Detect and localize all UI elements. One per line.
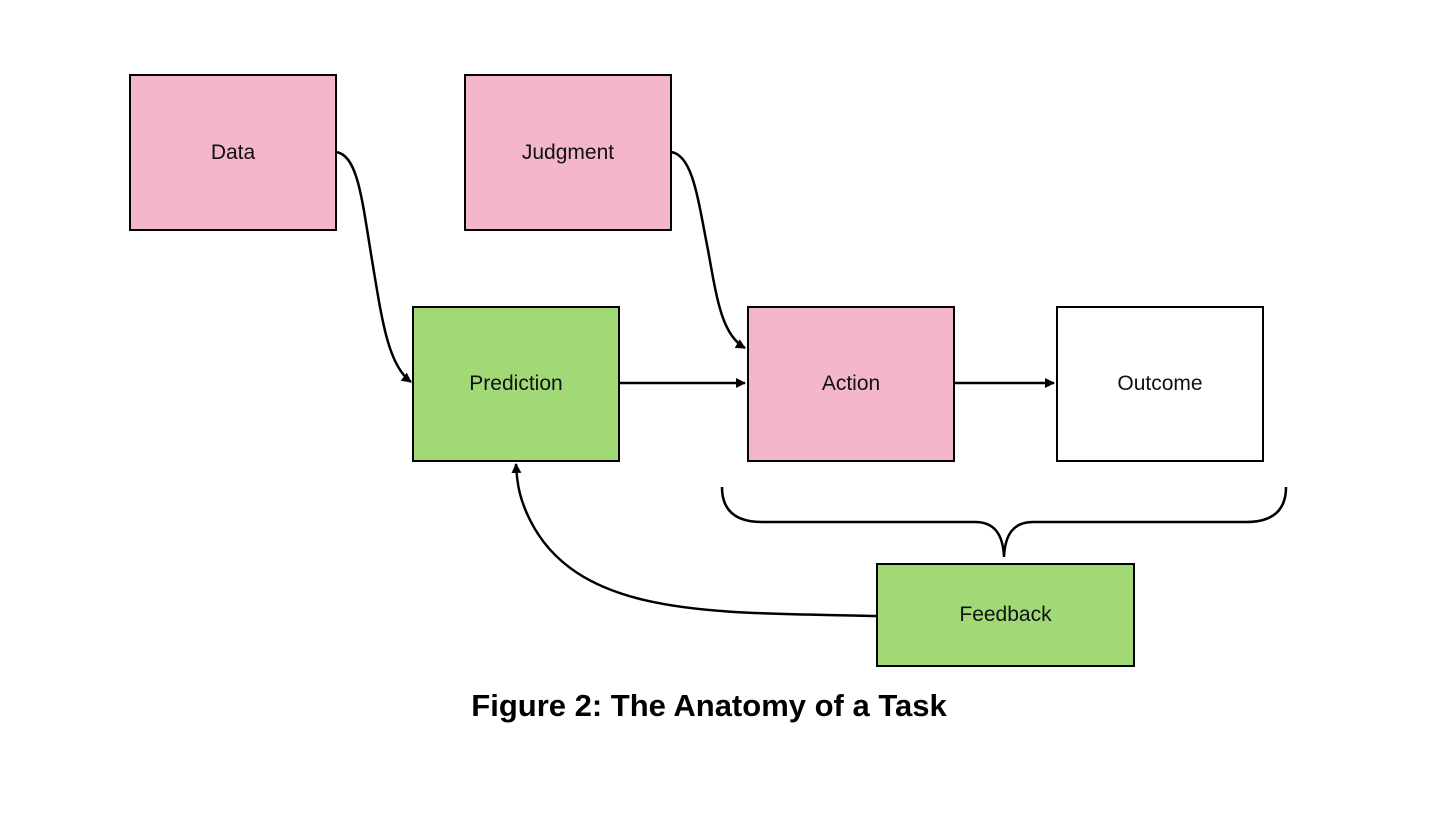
judgment-label: Judgment	[521, 140, 615, 164]
action-label: Action	[821, 372, 881, 395]
action-box: Action	[747, 306, 955, 462]
feedback-label: Feedback	[959, 603, 1052, 626]
outcome-label: Outcome	[1117, 372, 1203, 395]
judgment-box: Judgment	[464, 74, 672, 231]
outcome-box: Outcome	[1056, 306, 1264, 462]
data-label: Data	[210, 140, 256, 164]
prediction-box: Prediction	[412, 306, 620, 462]
data-box: Data	[129, 74, 337, 231]
edge-data-to-prediction	[335, 150, 412, 384]
edge-judgment-to-action	[670, 150, 746, 350]
feedback-box: Feedback	[876, 563, 1135, 667]
brace-action-outcome	[720, 486, 1288, 558]
figure-caption: Figure 2: The Anatomy of a Task	[471, 688, 947, 723]
prediction-label: Prediction	[469, 372, 563, 395]
edge-feedback-to-prediction	[511, 463, 877, 618]
